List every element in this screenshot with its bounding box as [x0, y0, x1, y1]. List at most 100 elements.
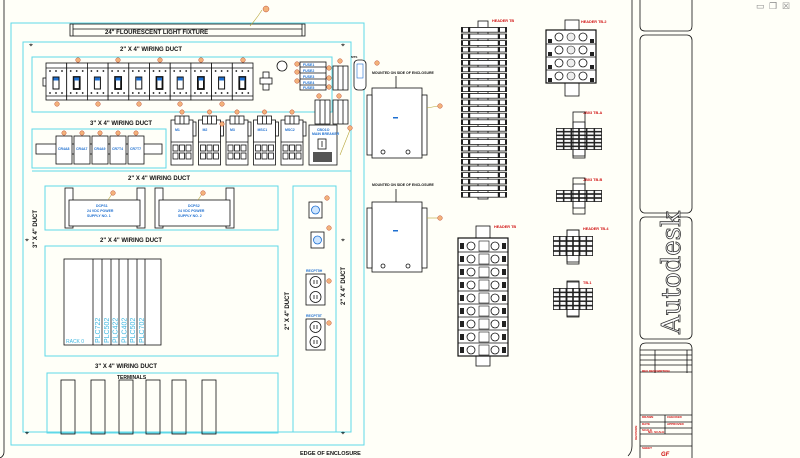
- circuit-breaker[interactable]: [45, 62, 68, 101]
- svg-text:RECPT5T: RECPT5T: [306, 314, 323, 318]
- side-mount-device-1[interactable]: MOUNTED ON SIDE OF ENCLOSURE: [366, 60, 443, 159]
- contactor[interactable]: MSC1: [253, 115, 279, 166]
- circuit-breaker[interactable]: [128, 62, 150, 101]
- svg-text:CBO1O: CBO1O: [317, 128, 330, 132]
- mount-hole-icon: ⌖: [341, 430, 345, 437]
- receptacle-2[interactable]: RECPT5T: [305, 314, 332, 351]
- svg-text:FUSE5: FUSE5: [303, 86, 314, 90]
- minimize-button[interactable]: ▭: [756, 1, 765, 11]
- svg-text:RECPT5H: RECPT5H: [306, 269, 323, 273]
- callout-bubble: [198, 57, 204, 63]
- svg-text:MSC1: MSC1: [258, 128, 268, 132]
- side-mount-switch[interactable]: MTS: [351, 55, 367, 91]
- autodesk-logo: Autodesk: [657, 211, 687, 335]
- circuit-breaker[interactable]: [190, 62, 212, 101]
- svg-text:CHECKED: CHECKED: [667, 415, 683, 419]
- callout-bubble: [79, 130, 85, 136]
- callout-bubble: [179, 109, 185, 115]
- svg-text:SUPPLY NO. 2: SUPPLY NO. 2: [178, 214, 202, 218]
- fuse-block[interactable]: FUSE1 FUSE2 FUSE3 FUSE4 FUSE5: [276, 60, 332, 91]
- duct-label-right-vertical: 2" X 4" DUCT: [341, 267, 347, 305]
- circuit-breaker[interactable]: [107, 62, 130, 101]
- svg-text:JB03 TB-A: JB03 TB-A: [583, 111, 602, 115]
- duct-label-fourth: 2" X 4" WIRING DUCT: [100, 238, 162, 244]
- callout-bubble[interactable]: [262, 5, 270, 13]
- enclosure: EDGE OF ENCLOSURE: [10, 22, 365, 457]
- terminal-strip: [145, 379, 161, 435]
- terminal-block-header-tb[interactable]: HEADER TB: [461, 19, 514, 200]
- side-mount-device-2[interactable]: MOUNTED ON SIDE OF ENCLOSURE: [366, 183, 443, 273]
- relay-module[interactable]: CR4A9: [91, 135, 109, 165]
- circuit-breaker[interactable]: [211, 62, 233, 101]
- relay-module[interactable]: CR4A8: [55, 135, 73, 165]
- svg-text:CR4A9: CR4A9: [94, 147, 106, 151]
- svg-text:24 VDC POWER: 24 VDC POWER: [178, 209, 205, 213]
- plc-section: [44, 245, 279, 357]
- callout-bubble: [157, 57, 163, 63]
- callout-bubble: [133, 130, 139, 136]
- svg-text:REVISION: REVISION: [634, 426, 638, 440]
- svg-text:M3: M3: [230, 128, 235, 132]
- terminal-block-header-tb-4[interactable]: HEADER TB-4: [553, 227, 609, 265]
- power-supply-2[interactable]: DCPS2 24 VDC POWER SUPPLY NO. 2: [154, 187, 235, 229]
- terminal-block-header-tb-2[interactable]: HEADER TB-2: [545, 19, 607, 97]
- contactor[interactable]: M3: [225, 115, 252, 166]
- selector-switch-2[interactable]: [310, 225, 332, 249]
- terminal-block-tb-1[interactable]: TB-1: [553, 280, 593, 318]
- svg-text:NO. SCALE: NO. SCALE: [648, 430, 664, 434]
- relay-module[interactable]: CR7T7: [127, 135, 145, 165]
- svg-text:CR4A7: CR4A7: [76, 147, 88, 151]
- breaker-row: [42, 57, 254, 107]
- main-breaker[interactable]: CBO1O MAIN BREAKER: [308, 124, 353, 166]
- circuit-breaker[interactable]: [149, 62, 171, 101]
- svg-text:SCALE: SCALE: [642, 428, 652, 432]
- svg-text:REV DESCRIPTION: REV DESCRIPTION: [642, 369, 670, 373]
- svg-text:HEADER TB-4: HEADER TB-4: [583, 227, 609, 231]
- fuse-holders[interactable]: [314, 58, 349, 125]
- receptacle-1[interactable]: RECPT5H: [305, 269, 332, 306]
- circuit-breaker[interactable]: [66, 62, 88, 101]
- receptacle-section: [292, 185, 337, 433]
- power-supply-1[interactable]: DCPS1 24 VDC POWER SUPPLY NO. 1: [64, 187, 146, 229]
- plc-module-label: PLC502: [130, 318, 137, 343]
- svg-text:FUSE4: FUSE4: [303, 81, 314, 85]
- din-rail-end: [259, 71, 273, 91]
- duct-label-fifth: 3" X 4" WIRING DUCT: [95, 364, 157, 370]
- selector-switch-1[interactable]: [308, 195, 330, 219]
- callout-bubble: [136, 101, 142, 107]
- callout-bubble: [75, 57, 81, 63]
- terminals-section: [46, 372, 279, 434]
- terminal-block-jb03-tb-b[interactable]: JB03 TB-B: [556, 177, 602, 215]
- circuit-breaker[interactable]: [87, 62, 109, 101]
- enclosure-outer: [10, 22, 365, 446]
- callout-bubble: [115, 130, 121, 136]
- terminal-strip: [60, 379, 76, 435]
- callout-bubble: [219, 101, 225, 107]
- callout-bubble: [207, 109, 212, 115]
- terminal-block-header-tb-lower[interactable]: HEADER TB: [457, 225, 516, 367]
- duct-label-left-vertical: 3" X 4" DUCT: [33, 210, 39, 248]
- terminal-block-jb03-tb-a[interactable]: JB03 TB-A: [556, 111, 602, 159]
- mount-hole-icon: ⌖: [29, 42, 33, 49]
- svg-text:MAIN BREAKER: MAIN BREAKER: [312, 132, 340, 136]
- circuit-breaker[interactable]: [231, 62, 254, 101]
- svg-text:M1: M1: [175, 128, 180, 132]
- mount-hole-icon: ⌖: [341, 42, 345, 49]
- plc-module-label: PLC702: [139, 318, 146, 343]
- svg-text:MOUNTED ON SIDE OF ENCLOSURE: MOUNTED ON SIDE OF ENCLOSURE: [372, 183, 435, 187]
- relay-module[interactable]: CR7T4: [109, 135, 127, 165]
- light-fixture[interactable]: 24" FLOURESCENT LIGHT FIXTURE: [69, 5, 306, 37]
- contactor[interactable]: M1: [170, 115, 197, 166]
- contactor[interactable]: M2: [198, 115, 224, 166]
- relay-module[interactable]: CR4A7: [73, 135, 91, 165]
- sheet-border: [0, 0, 5, 458]
- restore-button[interactable]: ❐: [769, 1, 778, 11]
- contactor[interactable]: MSC2: [280, 115, 307, 166]
- svg-text:TB-1: TB-1: [583, 281, 591, 285]
- close-button[interactable]: ☒: [782, 1, 791, 11]
- svg-text:CR4A8: CR4A8: [58, 147, 70, 151]
- circuit-breaker[interactable]: [169, 62, 192, 101]
- mount-hole-icon: ⌖: [341, 237, 345, 244]
